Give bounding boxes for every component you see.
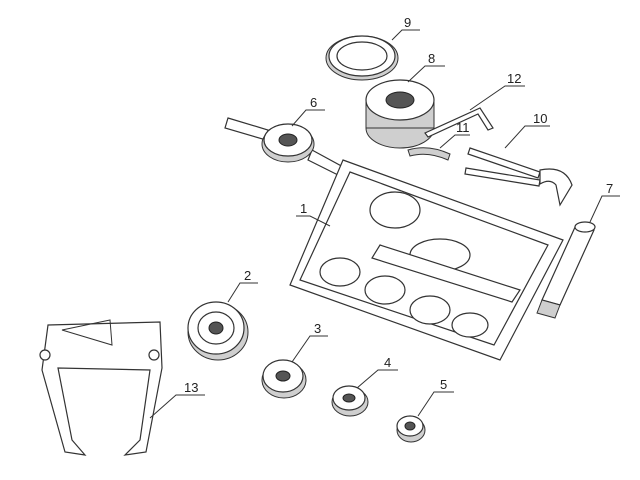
part-13-caliper <box>39 319 163 456</box>
part-7-sleeve <box>536 221 596 319</box>
callout-1: 1 <box>300 201 307 216</box>
part-6-quick-nut <box>224 117 346 177</box>
callout-8: 8 <box>428 51 435 66</box>
callout-6: 6 <box>310 95 317 110</box>
callout-10: 10 <box>533 111 547 126</box>
leader-lines <box>149 29 620 419</box>
callout-13: 13 <box>184 380 198 395</box>
callout-5: 5 <box>440 377 447 392</box>
part-10-pliers <box>464 147 573 207</box>
part-8-cone <box>365 79 435 149</box>
part-5-smallest-cone <box>396 415 426 443</box>
part-9-seal-ring <box>325 35 399 81</box>
callout-11: 11 <box>456 120 470 135</box>
part-2-large-cone <box>187 301 249 361</box>
callout-7: 7 <box>606 181 613 196</box>
part-12-allen-key <box>424 107 494 138</box>
callout-2: 2 <box>244 268 251 283</box>
part-11-spacer <box>407 147 451 161</box>
callout-4: 4 <box>384 355 391 370</box>
callout-12: 12 <box>507 71 521 86</box>
callout-9: 9 <box>404 15 411 30</box>
part-1-storage-tray <box>289 159 564 361</box>
part-3-medium-cone <box>261 359 307 399</box>
part-4-small-cone <box>331 385 369 417</box>
callout-3: 3 <box>314 321 321 336</box>
